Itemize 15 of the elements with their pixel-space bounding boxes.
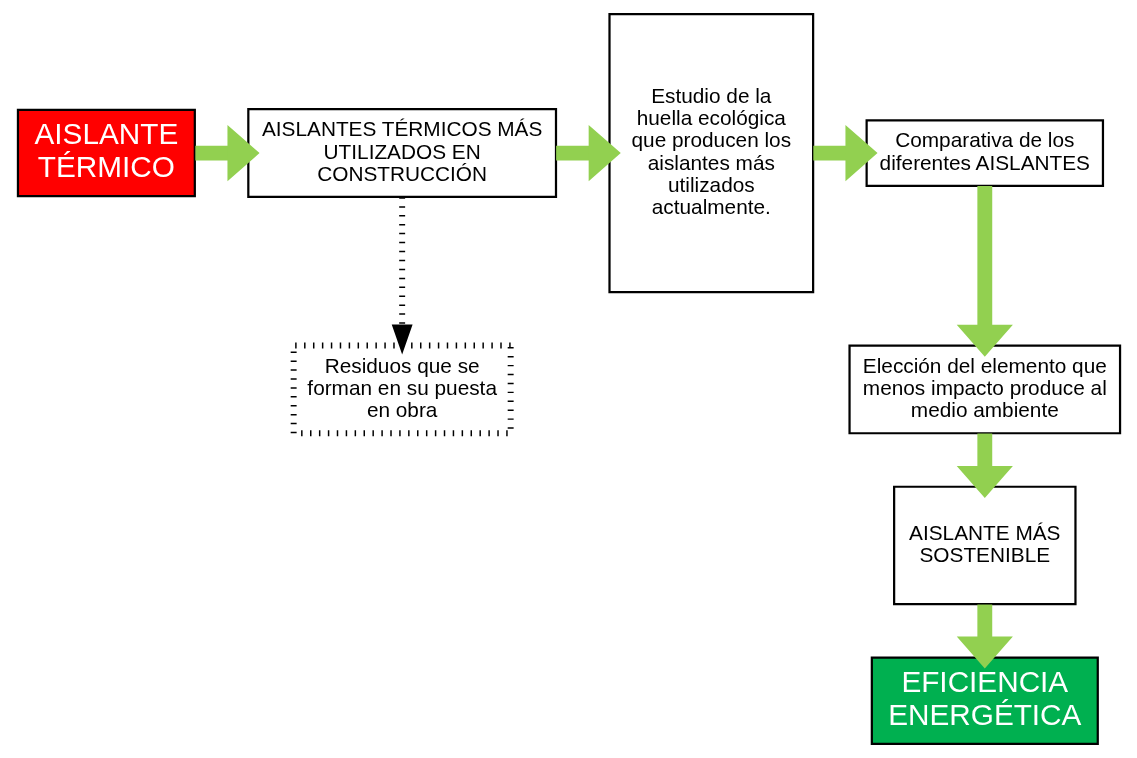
node-box: EFICIENCIA ENERGÉTICA bbox=[870, 656, 1099, 745]
node-box: Comparativa de los diferentes AISLANTES bbox=[865, 119, 1104, 187]
arrow bbox=[194, 125, 260, 182]
node-box: AISLANTE MÁS SOSTENIBLE bbox=[892, 485, 1077, 606]
node-box: Residuos que se forman en su puesta en obra bbox=[290, 342, 514, 437]
arrow bbox=[956, 433, 1013, 498]
arrow bbox=[812, 125, 878, 182]
arrow bbox=[555, 125, 621, 182]
arrow bbox=[391, 197, 413, 355]
node-box: AISLANTE TÉRMICO bbox=[16, 108, 196, 198]
arrow bbox=[956, 604, 1013, 669]
node-box: Estudio de la huella ecológica que producen los aislantes más utilizados actualmente. bbox=[607, 13, 814, 294]
node-box: AISLANTES TÉRMICOS MÁS UTILIZADOS EN CONSTRUCCIÓN bbox=[246, 108, 557, 199]
node-box: Elección del elemento que menos impacto produce al medio ambiente bbox=[847, 344, 1121, 435]
arrow bbox=[956, 186, 1013, 357]
